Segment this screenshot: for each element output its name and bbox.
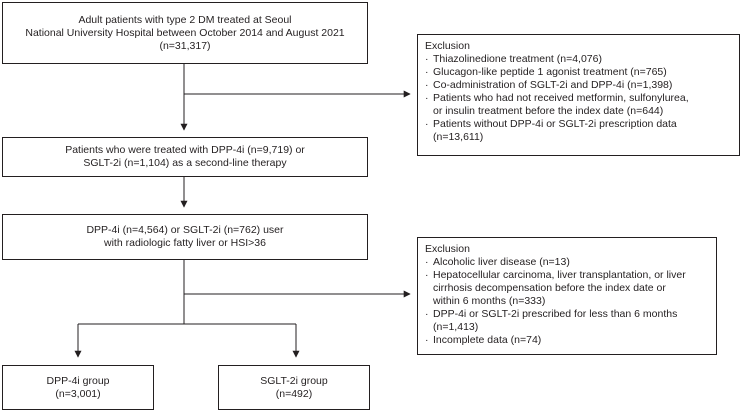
exclusion-1-item: · Glucagon-like peptide 1 agonist treatme… — [425, 66, 739, 79]
exclusion-box-2: Exclusion · Alcoholic liver disease (n=13… — [417, 237, 717, 355]
bullet: · — [425, 53, 429, 65]
dpp4i-group-box: DPP-4i group (n=3,001) — [2, 365, 154, 410]
exclusion-1-item-text: Patients without DPP-4i or SGLT-2i presc… — [433, 118, 677, 130]
exclusion-2-item-text: Hepatocellular carcinoma, liver transpla… — [433, 269, 686, 281]
second-line-therapy-box: Patients who were treated with DPP-4i (n… — [2, 137, 368, 177]
second-line-line-1: Patients who were treated with DPP-4i (n… — [65, 144, 305, 156]
bullet: · — [425, 269, 429, 281]
exclusion-1-item-text: Glucagon-like peptide 1 agonist treatmen… — [433, 66, 667, 78]
second-line-line-2: SGLT-2i (n=1,104) as a second-line thera… — [83, 157, 287, 169]
bullet: · — [425, 79, 429, 91]
fatty-liver-box: DPP-4i (n=4,564) or SGLT-2i (n=762) user… — [2, 214, 368, 260]
exclusion-1-item-text-cont: (n=13,611) — [433, 131, 484, 143]
source-line-1: Adult patients with type 2 DM treated at… — [78, 13, 292, 26]
exclusion-1-item: · Thiazolinedione treatment (n=4,076) — [425, 53, 739, 66]
exclusion-2-item-text: DPP-4i or SGLT-2i prescribed for less th… — [433, 308, 678, 320]
bullet: · — [425, 334, 429, 346]
exclusion-1-item-text: Thiazolinedione treatment (n=4,076) — [433, 53, 602, 65]
exclusion-1-item-text: Co-administration of SGLT-2i and DPP-4i … — [433, 79, 673, 91]
bullet: · — [425, 256, 429, 268]
exclusion-2-title: Exclusion — [425, 243, 470, 255]
exclusion-1-title: Exclusion — [425, 40, 470, 52]
bullet: · — [425, 92, 429, 104]
exclusion-1-item: · Patients without DPP-4i or SGLT-2i pres… — [425, 118, 739, 144]
dpp4i-group-label: DPP-4i group — [46, 374, 110, 387]
source-population-box: Adult patients with type 2 DM treated at… — [2, 2, 368, 64]
sglt2i-group-label: SGLT-2i group — [260, 374, 328, 387]
exclusion-2-item: · Hepatocellular carcinoma, liver transpl… — [425, 269, 716, 308]
bullet: · — [425, 308, 429, 320]
exclusion-2-item-text-cont: within 6 months (n=333) — [433, 295, 546, 307]
exclusion-2-item: · DPP-4i or SGLT-2i prescribed for less t… — [425, 308, 716, 334]
exclusion-1-item-text-cont: or insulin treatment before the index da… — [433, 105, 664, 117]
bullet: · — [425, 118, 429, 130]
exclusion-2-item: · Incomplete data (n=74) — [425, 334, 716, 347]
fatty-liver-line-1: DPP-4i (n=4,564) or SGLT-2i (n=762) user — [86, 224, 284, 236]
bullet: · — [425, 66, 429, 78]
source-line-2: National University Hospital between Oct… — [25, 26, 345, 39]
exclusion-2-item-text: Incomplete data (n=74) — [433, 334, 542, 346]
exclusion-2-item-text-cont: (n=1,413) — [433, 321, 479, 333]
exclusion-1-item-text: Patients who had not received metformin,… — [433, 92, 689, 104]
exclusion-2-item: · Alcoholic liver disease (n=13) — [425, 256, 716, 269]
fatty-liver-line-2: with radiologic fatty liver or HSI>36 — [104, 237, 266, 249]
exclusion-2-item-text: Alcoholic liver disease (n=13) — [433, 256, 570, 268]
exclusion-box-1: Exclusion · Thiazolinedione treatment (n=… — [417, 34, 740, 156]
exclusion-1-item: · Patients who had not received metformin… — [425, 92, 739, 118]
exclusion-2-item-text-cont: cirrhosis decompensation before the inde… — [433, 282, 666, 294]
source-line-3: (n=31,317) — [159, 39, 211, 52]
exclusion-1-item: · Co-administration of SGLT-2i and DPP-4i… — [425, 79, 739, 92]
sglt2i-group-count: (n=492) — [275, 387, 313, 400]
sglt2i-group-box: SGLT-2i group (n=492) — [218, 365, 370, 410]
dpp4i-group-count: (n=3,001) — [55, 387, 101, 400]
